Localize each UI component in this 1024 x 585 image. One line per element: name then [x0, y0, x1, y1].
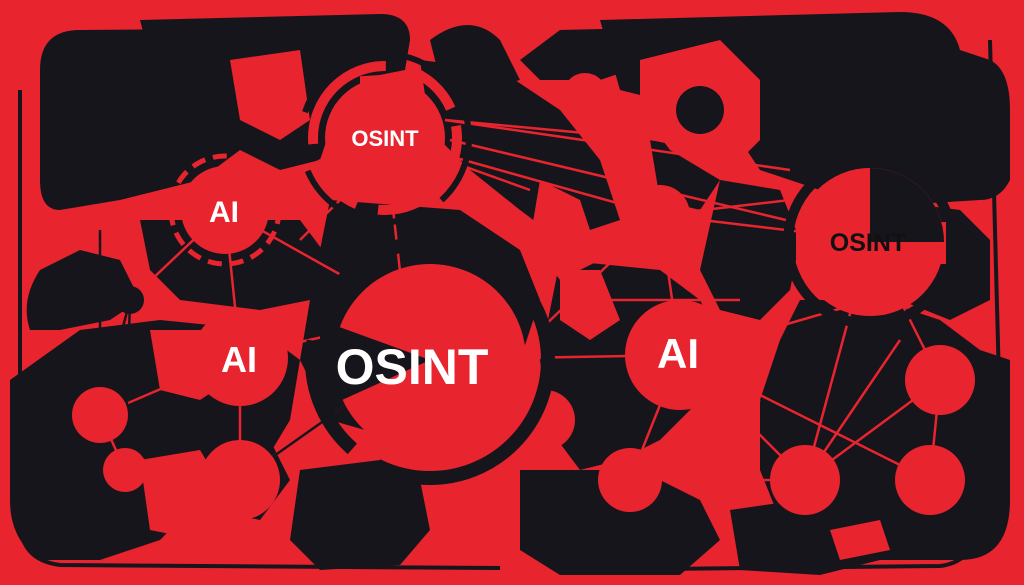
osint-center-label: OSINT: [336, 339, 489, 395]
osint-hub-top: OSINT: [298, 51, 472, 225]
ai-hub-mid-left: AI: [192, 310, 288, 406]
dark-hole-node: [676, 86, 724, 134]
ai-hub-right: AI: [625, 300, 735, 410]
osint-top-label: OSINT: [351, 126, 419, 151]
ai-right-label: AI: [657, 330, 699, 377]
osint-right-label: OSINT: [830, 229, 906, 257]
outline-strokes: [18, 39, 1003, 572]
ai-mid-left-label: AI: [221, 339, 257, 380]
ai-hub-left: AI: [168, 153, 282, 267]
osint-hub-right: OSINT: [783, 155, 957, 329]
small-dark-node: [116, 286, 144, 314]
osint-hub-center: OSINT: [305, 235, 555, 485]
ai-left-label: AI: [209, 196, 239, 229]
